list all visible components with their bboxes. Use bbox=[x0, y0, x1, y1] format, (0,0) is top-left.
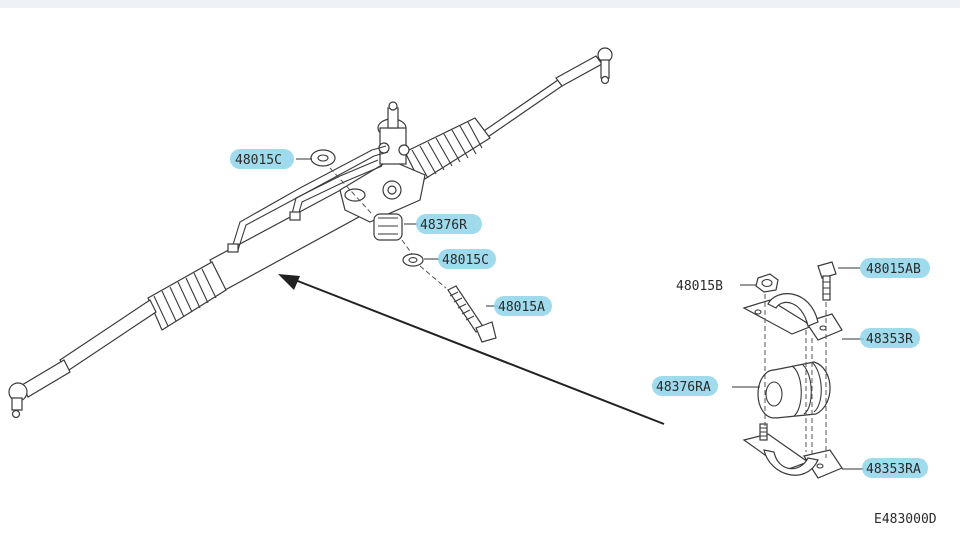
top-strip bbox=[0, 0, 960, 8]
washer-48015c-upper bbox=[310, 149, 336, 167]
callout-highlight bbox=[230, 149, 294, 169]
tie-rod-end-right bbox=[555, 47, 613, 87]
callout-48353ra: 48353RA bbox=[862, 458, 928, 478]
nut-48015b bbox=[755, 273, 779, 293]
callout-48015c-upper: 48015C bbox=[230, 149, 294, 169]
washer-48015c-lower bbox=[402, 253, 424, 267]
callout-48376ra: 48376RA bbox=[652, 376, 718, 396]
figure-code: E483000D bbox=[874, 512, 937, 527]
callout-label: 48015A bbox=[498, 300, 545, 315]
bolt-48015a bbox=[447, 285, 497, 343]
tie-rod-end-left bbox=[8, 359, 71, 419]
callout-48015ab: 48015AB bbox=[860, 258, 930, 278]
callout-label: 48015C bbox=[442, 253, 489, 268]
callout-48376r: 48376R bbox=[416, 214, 482, 234]
rack-rod-right bbox=[477, 79, 563, 142]
callout-highlight bbox=[860, 328, 920, 348]
callout-label: 48015AB bbox=[866, 262, 921, 277]
callout-48015a: 48015A bbox=[494, 296, 552, 316]
rack-rod-left bbox=[59, 299, 157, 373]
callout-highlight bbox=[862, 458, 928, 478]
bracket-48353r bbox=[742, 293, 843, 341]
insulator-48376ra bbox=[757, 361, 831, 419]
callout-label: 48353R bbox=[866, 332, 913, 347]
callout-label: 48015C bbox=[235, 153, 282, 168]
leader-lines bbox=[296, 158, 864, 470]
bracket-48353ra bbox=[742, 423, 843, 479]
pinion-valve-housing bbox=[339, 101, 426, 223]
insulator-48376r bbox=[373, 213, 403, 241]
hydraulic-lines bbox=[227, 145, 389, 253]
callout-label: 48376RA bbox=[656, 380, 711, 395]
callout-highlight bbox=[860, 258, 930, 278]
callout-48353r: 48353R bbox=[860, 328, 920, 348]
callout-highlight bbox=[652, 376, 718, 396]
steering-rack-assembly bbox=[8, 47, 613, 419]
bolt-48015ab bbox=[817, 261, 837, 301]
callout-highlight bbox=[438, 249, 496, 269]
clamp-assembly bbox=[742, 261, 843, 479]
bellows-boot-left bbox=[147, 261, 227, 331]
callout-label: 48015B bbox=[676, 279, 723, 294]
callout-highlight bbox=[416, 214, 482, 234]
callout-48015b: 48015B bbox=[676, 279, 723, 294]
assembly-direction-arrow bbox=[278, 274, 665, 425]
callout-48015c-lower: 48015C bbox=[438, 249, 496, 269]
callout-label: 48353RA bbox=[866, 462, 921, 477]
callout-label: 48376R bbox=[420, 218, 467, 233]
callout-highlight bbox=[494, 296, 552, 316]
